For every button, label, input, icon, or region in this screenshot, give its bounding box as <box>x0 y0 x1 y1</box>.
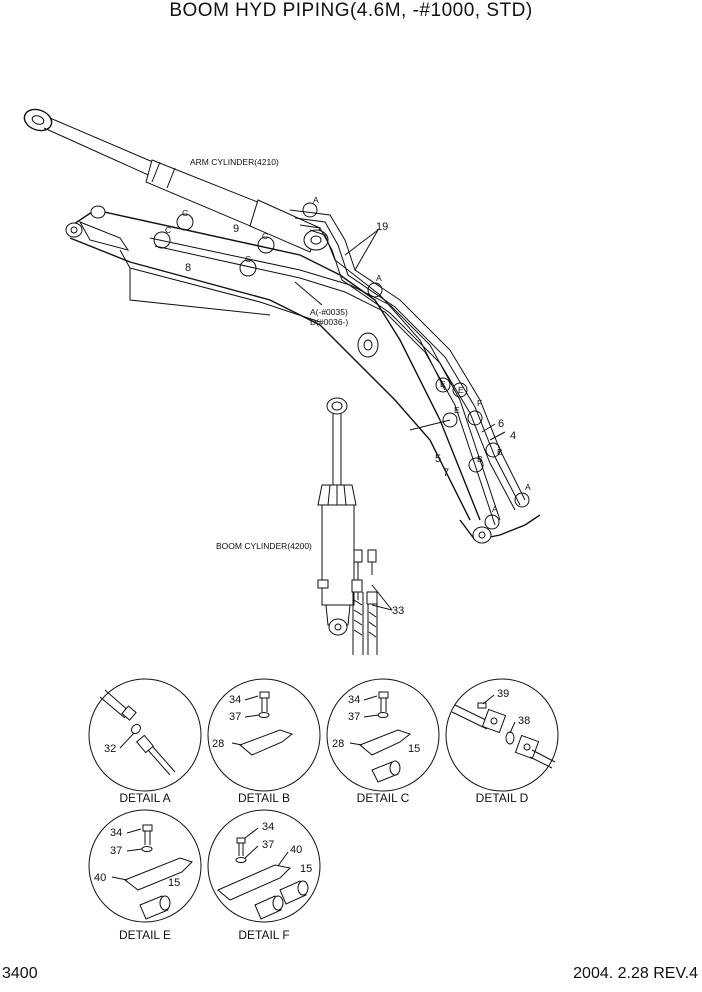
detail-e-part-34: 34 <box>110 827 122 839</box>
callout-c-3: C <box>262 231 268 241</box>
boom-structure <box>65 205 541 544</box>
piping-lines <box>149 209 526 526</box>
detail-b-part-37: 37 <box>229 711 241 723</box>
detail-e-part-15: 15 <box>168 877 180 889</box>
callout-9: 9 <box>233 223 239 235</box>
detail-c-part-37: 37 <box>348 711 360 723</box>
callout-b-2: B <box>477 454 483 464</box>
detail-a: 32 <box>88 678 202 792</box>
detail-b-part-34: 34 <box>229 694 241 706</box>
revision-date: 2004. 2.28 REV.4 <box>573 965 698 982</box>
drawing-title: BOOM HYD PIPING(4.6M, -#1000, STD) <box>169 0 533 21</box>
detail-c: 34 37 28 15 <box>326 678 440 792</box>
callout-a-3: A <box>525 482 531 492</box>
detail-f-caption: DETAIL F <box>238 928 289 942</box>
detail-a-part-32: 32 <box>104 743 116 755</box>
detail-c-part-15: 15 <box>408 743 420 755</box>
detail-b-part-28: 28 <box>212 738 224 750</box>
detail-c-part-28: 28 <box>332 738 344 750</box>
detail-c-caption: DETAIL C <box>357 791 410 805</box>
callout-4: 4 <box>510 430 516 442</box>
callout-33: 33 <box>392 605 404 617</box>
callout-f: F <box>477 398 482 408</box>
detail-d-part-39: 39 <box>497 688 509 700</box>
detail-f: 34 37 40 15 <box>207 809 321 923</box>
callout-5: 5 <box>435 453 441 465</box>
detail-f-part-34: 34 <box>262 821 274 833</box>
detail-e-caption: DETAIL E <box>119 928 171 942</box>
callout-b-1: B <box>497 447 503 457</box>
page-number: 3400 <box>2 965 38 982</box>
a-note: A(-#0035) <box>310 307 348 317</box>
callout-e-3: E <box>454 405 460 415</box>
callout-6: 6 <box>498 418 504 430</box>
callout-a-4: A <box>492 504 498 514</box>
detail-f-part-40: 40 <box>290 844 302 856</box>
callout-e-1: E <box>440 379 446 389</box>
detail-b-caption: DETAIL B <box>238 791 290 805</box>
callout-c-4: C <box>245 254 251 264</box>
detail-c-part-34: 34 <box>348 694 360 706</box>
detail-f-part-15: 15 <box>300 863 312 875</box>
detail-a-caption: DETAIL A <box>119 791 170 805</box>
detail-b: 34 37 28 <box>207 678 321 792</box>
detail-e: 34 37 40 15 <box>88 809 202 923</box>
arm-cylinder <box>23 108 329 253</box>
callout-8: 8 <box>185 262 191 274</box>
clamp-marks <box>153 202 530 530</box>
boom-cylinder <box>317 397 357 636</box>
detail-e-part-37: 37 <box>110 845 122 857</box>
detail-d: 39 38 <box>445 678 559 792</box>
callout-c-1: C <box>182 208 188 218</box>
callout-7: 7 <box>443 467 449 479</box>
detail-f-part-37: 37 <box>262 839 274 851</box>
boom-cylinder-hoses <box>351 549 378 655</box>
detail-d-part-38: 38 <box>518 715 530 727</box>
leader-lines <box>294 229 506 611</box>
callout-a-1: A <box>313 195 319 205</box>
arm-cylinder-label: ARM CYLINDER(4210) <box>190 157 279 167</box>
d-note: D(#0036-) <box>310 317 348 327</box>
detail-d-caption: DETAIL D <box>476 791 529 805</box>
callout-c-2: C <box>165 225 171 235</box>
callout-a-2: A <box>376 273 382 283</box>
boom-cylinder-label: BOOM CYLINDER(4200) <box>216 541 312 551</box>
callout-e-2: E <box>458 385 464 395</box>
detail-e-part-40: 40 <box>94 872 106 884</box>
callout-19: 19 <box>376 221 388 233</box>
